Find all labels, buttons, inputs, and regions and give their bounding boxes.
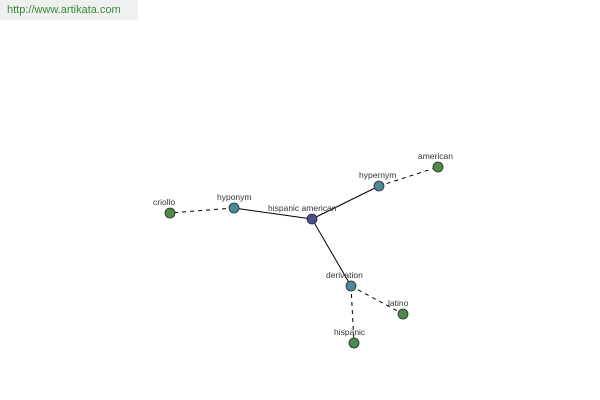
edge-hispanic-american-to-derivation	[311, 218, 352, 287]
label-hispanic-american[interactable]: hispanic american	[268, 203, 337, 213]
watermark-link[interactable]: http://www.artikata.com	[0, 0, 138, 20]
node-layer	[164, 161, 444, 349]
node-derivation[interactable]	[345, 280, 357, 292]
node-criollo[interactable]	[164, 207, 176, 219]
edge-layer	[169, 166, 439, 344]
edge-derivation-to-hispanic	[350, 285, 355, 344]
label-hispanic[interactable]: hispanic	[334, 327, 366, 337]
edge-derivation-to-latino	[350, 285, 404, 315]
label-hyponym[interactable]: hyponym	[217, 192, 252, 202]
node-hypernym[interactable]	[373, 180, 385, 192]
label-latino[interactable]: latino	[388, 298, 409, 308]
label-hypernym[interactable]: hypernym	[359, 170, 396, 180]
node-hispanic[interactable]	[348, 337, 360, 349]
edge-hyponym-to-criollo	[169, 207, 235, 214]
node-hyponym[interactable]	[228, 202, 240, 214]
edge-hispanic-american-to-hypernym	[311, 185, 380, 220]
node-hispanic-american[interactable]	[306, 213, 318, 225]
edge-hispanic-american-to-hyponym	[233, 207, 313, 220]
edge-hypernym-to-american	[378, 166, 439, 187]
node-american[interactable]	[432, 161, 444, 173]
label-derivation[interactable]: derivation	[326, 270, 363, 280]
label-american[interactable]: american	[418, 151, 453, 161]
node-latino[interactable]	[397, 308, 409, 320]
label-criollo[interactable]: criollo	[153, 197, 175, 207]
label-layer: hispanic american hypernym hyponym derivati…	[153, 151, 453, 337]
